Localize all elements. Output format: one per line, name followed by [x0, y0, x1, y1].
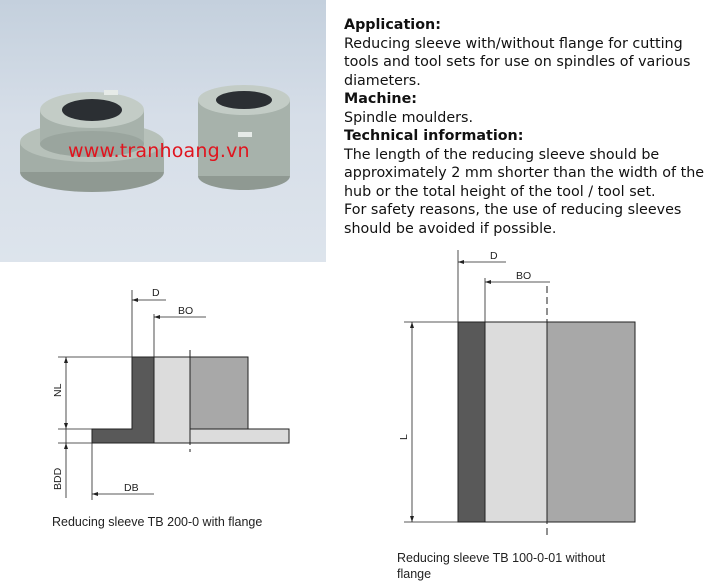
plain-bo-label: BO — [516, 270, 531, 282]
application-heading: Application: — [344, 17, 441, 33]
product-info: Application: Reducing sleeve with/withou… — [344, 16, 706, 238]
flange-caption: Reducing sleeve TB 200-0 with flange — [52, 515, 263, 529]
flange-db-label: DB — [124, 482, 139, 494]
technical-heading: Technical information: — [344, 128, 524, 144]
plain-l-label: L — [398, 434, 410, 440]
sleeve-illustration — [20, 85, 290, 192]
application-text: Reducing sleeve with/without flange for … — [344, 35, 691, 89]
plain-caption-line2: flange — [397, 567, 432, 581]
plain-d-label: D — [490, 250, 498, 262]
technical-text-1: The length of the reducing sleeve should… — [344, 146, 705, 200]
website-watermark: www.tranhoang.vn — [68, 140, 250, 162]
flange-nl-label: NL — [52, 383, 64, 397]
flange-d-label: D — [152, 287, 160, 299]
technical-text-2: For safety reasons, the use of reducing … — [344, 202, 682, 237]
flange-sleeve-drawing: D BO NL BDD DB — [52, 287, 290, 500]
plain-sleeve-drawing: D BO L — [398, 250, 636, 535]
machine-heading: Machine: — [344, 91, 418, 107]
machine-text: Spindle moulders. — [344, 109, 474, 126]
flanged-sleeve-image — [20, 90, 164, 192]
flange-bdd-label: BDD — [52, 467, 64, 490]
plain-sleeve-image — [198, 85, 290, 190]
flange-bo-label: BO — [178, 305, 193, 317]
plain-caption-line1: Reducing sleeve TB 100-0-01 without — [397, 551, 606, 565]
product-photo: www.tranhoang.vn — [0, 0, 326, 262]
